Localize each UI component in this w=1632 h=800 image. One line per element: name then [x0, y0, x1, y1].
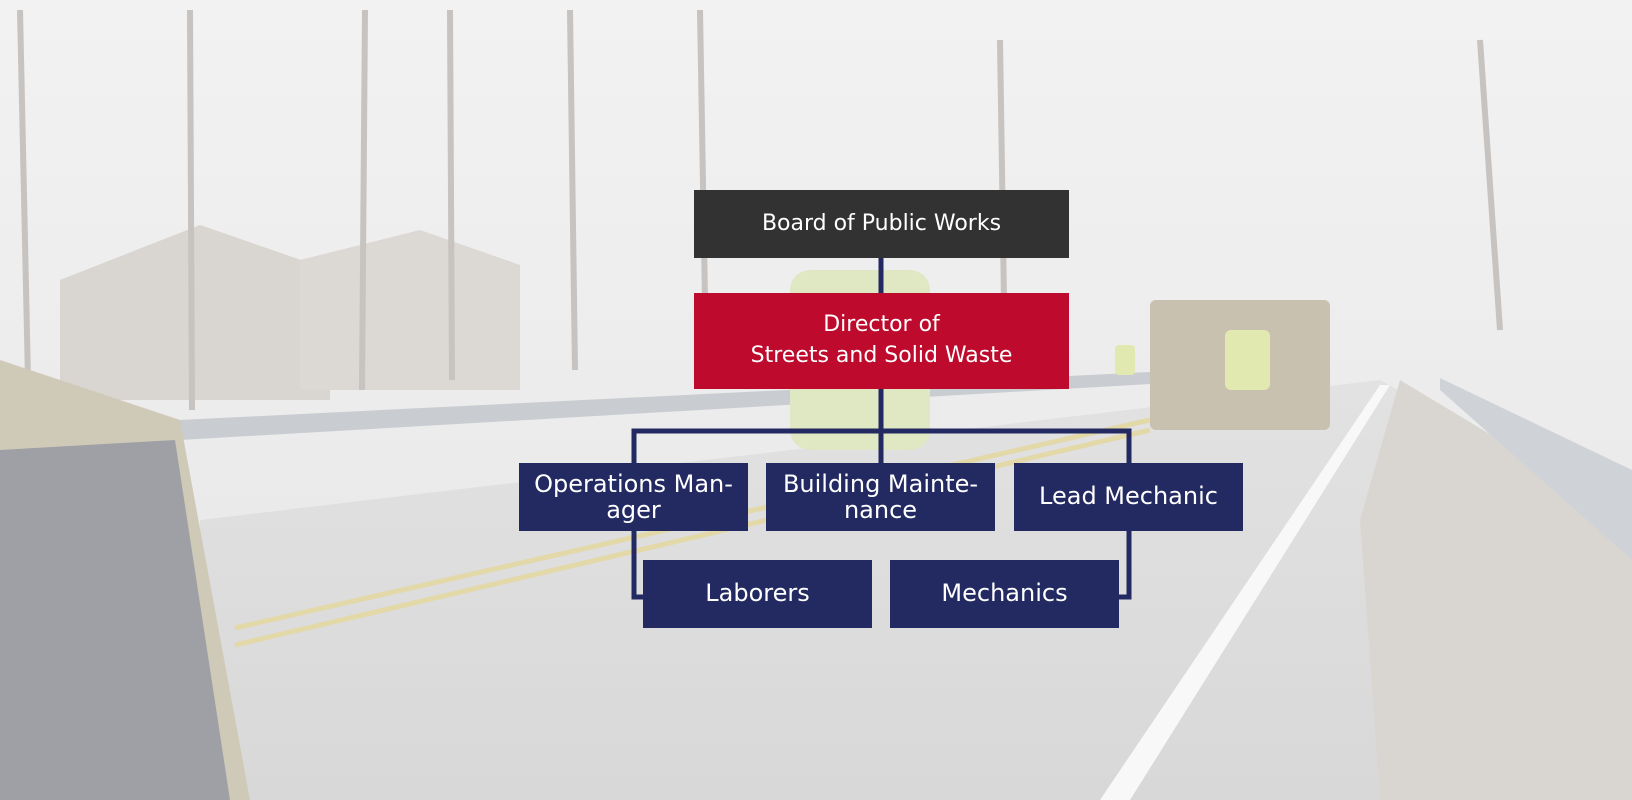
operations-manager-line1: Operations Man- — [534, 469, 733, 498]
mechanics-label: Mechanics — [941, 579, 1068, 608]
building-maintenance-line1: Building Mainte- — [782, 469, 979, 498]
mechanics-box: Mechanics — [890, 560, 1119, 628]
operations-manager-line2: ager — [606, 496, 661, 524]
connector-ops-laborers — [631, 531, 643, 600]
board-label: Board of Public Works — [761, 211, 1002, 237]
building-maintenance-box: Building Mainte- nance — [766, 463, 995, 531]
lead-mechanic-box: Lead Mechanic — [1014, 463, 1243, 531]
operations-manager-box: Operations Man- ager — [519, 463, 748, 531]
director-label-line1: Director of — [823, 312, 940, 338]
connector-lead-mechanics — [1119, 531, 1132, 600]
connector-managers-bar — [631, 428, 1132, 463]
laborers-label: Laborers — [705, 579, 810, 608]
building-maintenance-line2: nance — [843, 496, 918, 524]
director-label-line2: Streets and Solid Waste — [750, 343, 1013, 368]
laborers-box: Laborers — [643, 560, 872, 628]
board-of-public-works-box: Board of Public Works — [694, 190, 1069, 258]
director-box: Director of Streets and Solid Waste — [694, 293, 1069, 389]
lead-mechanic-label: Lead Mechanic — [1039, 482, 1218, 511]
